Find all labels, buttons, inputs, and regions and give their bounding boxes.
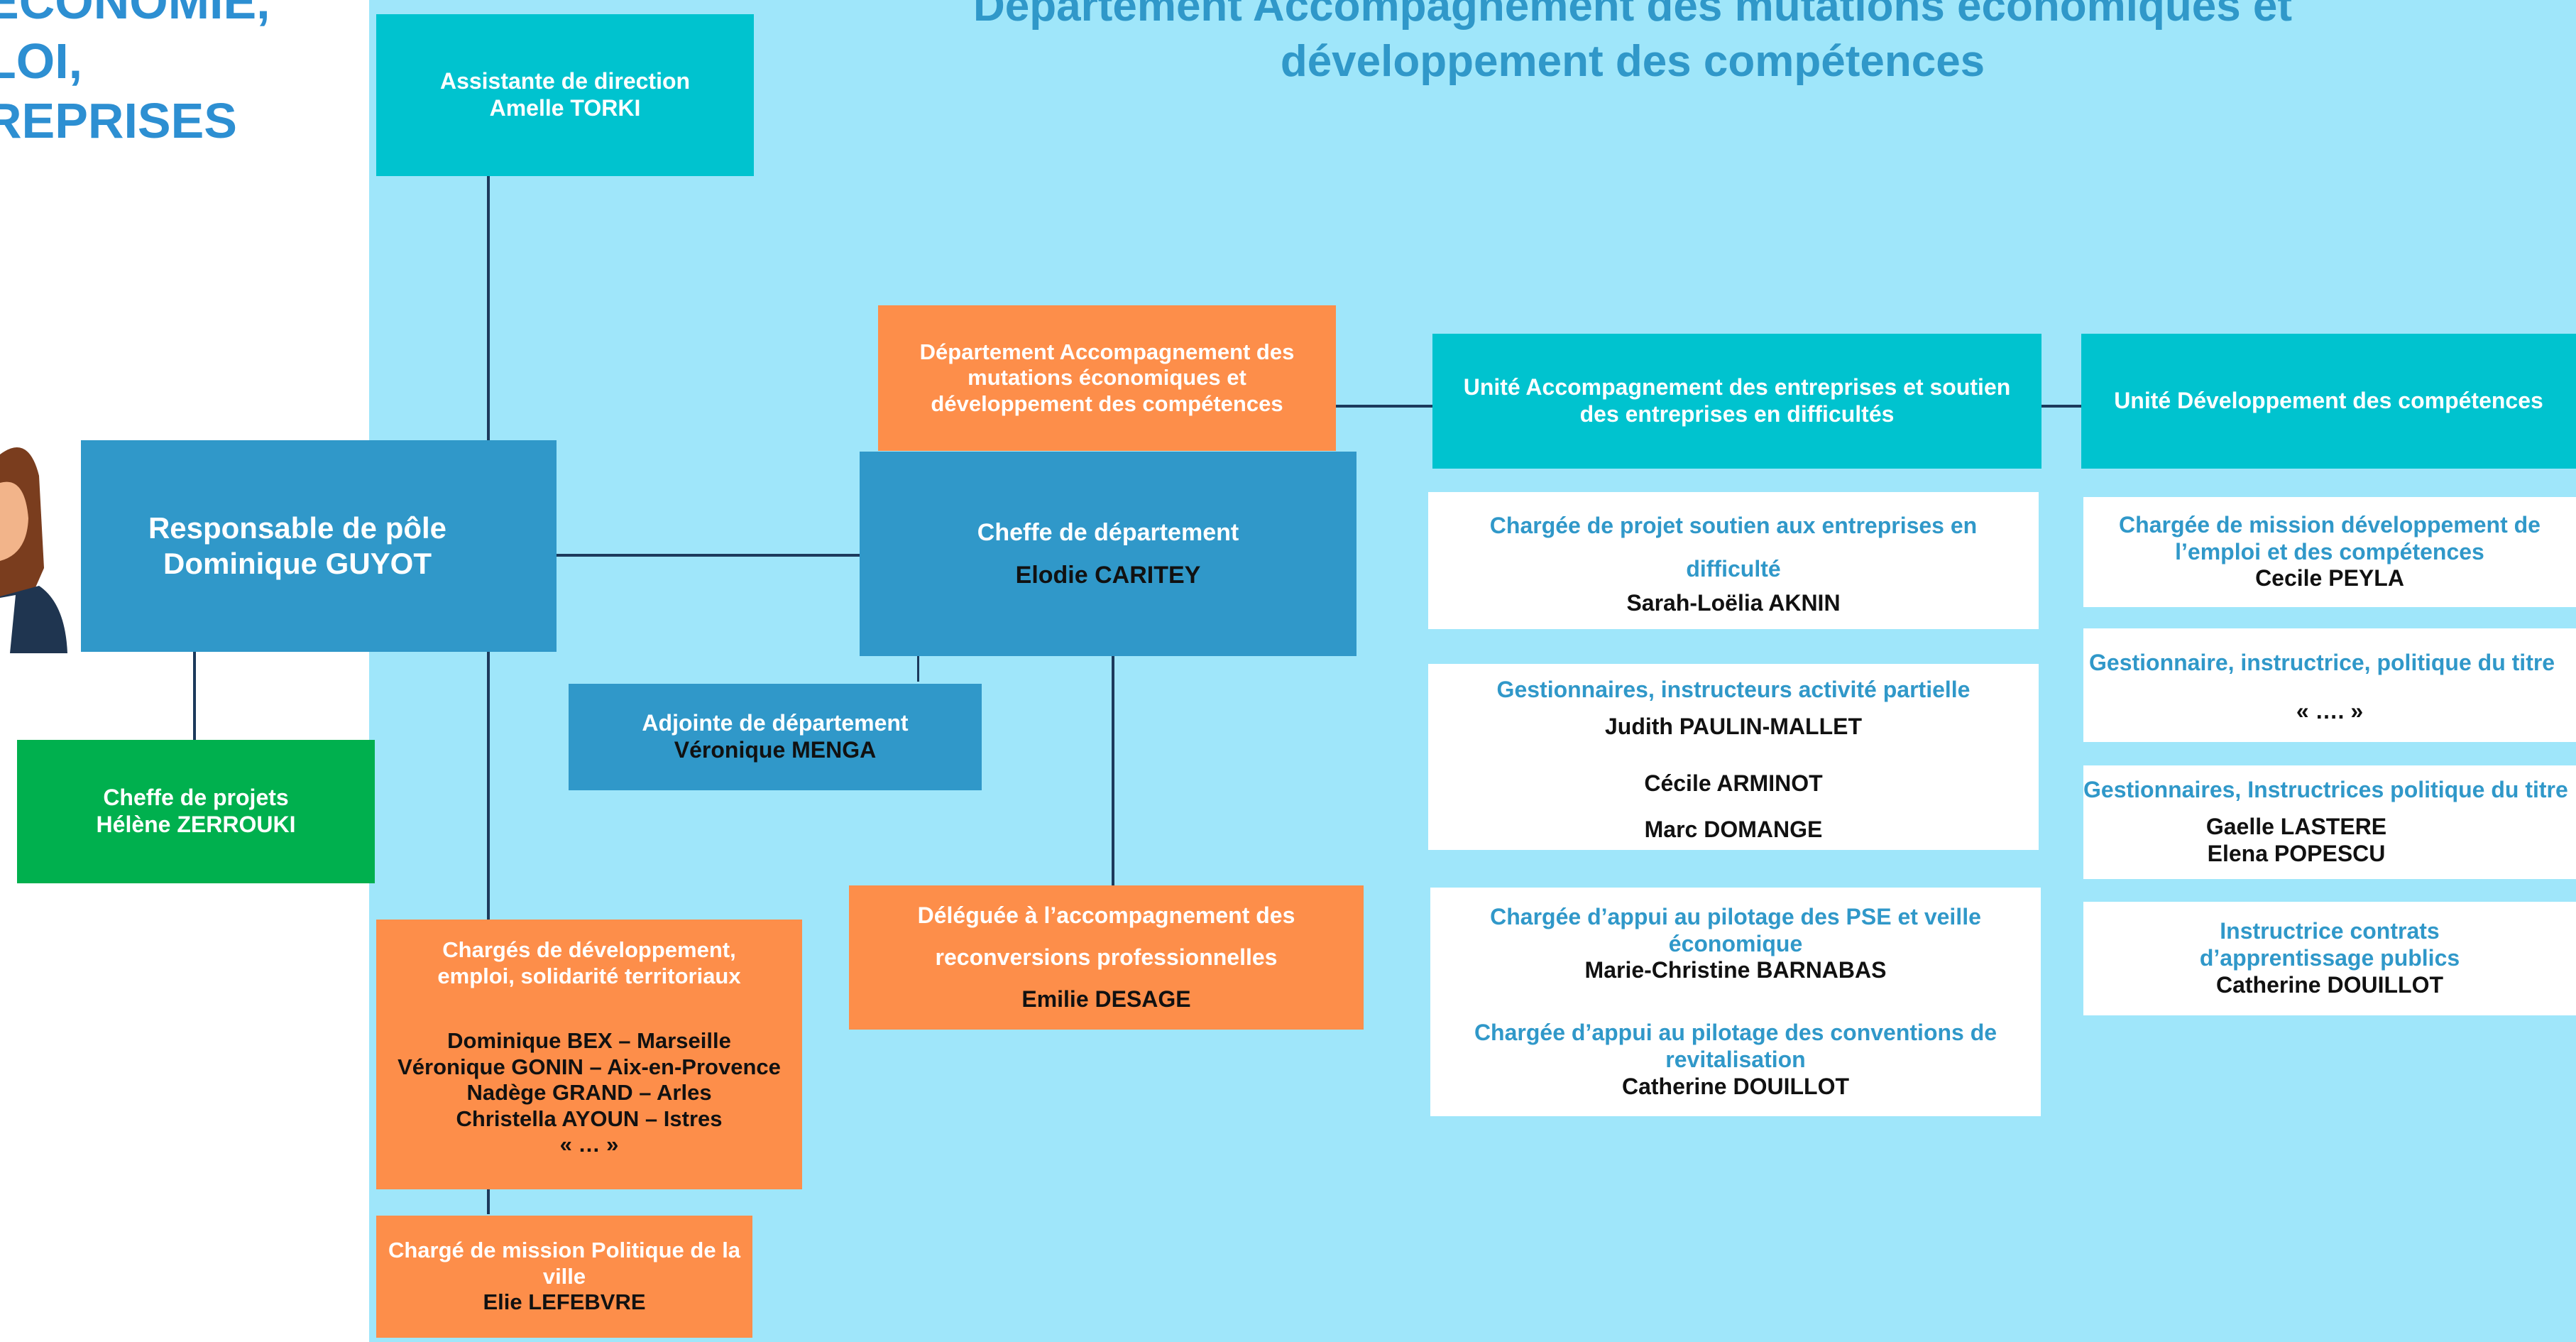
- unit-business-card: Chargée de projet soutien aux entreprise…: [1428, 492, 2039, 629]
- deputy-name: Véronique MENGA: [674, 737, 877, 763]
- connector-line: [2041, 405, 2083, 408]
- pole-title-line-1: ÉCONOMIE,: [0, 0, 270, 29]
- dev-officer-name: Dominique BEX – Marseille: [447, 1028, 731, 1054]
- connector-line: [917, 653, 919, 682]
- dev-officer-name: Nadège GRAND – Arles: [466, 1080, 712, 1106]
- card-role: Gestionnaires, Instructrices politique d…: [2083, 777, 2568, 803]
- card-role: Instructrice contrats d’apprentissage pu…: [2199, 918, 2460, 971]
- deputy-box: Adjointe de département Véronique MENGA: [569, 684, 982, 790]
- card-name: Elena POPESCU: [2207, 840, 2386, 866]
- project-lead-box: Cheffe de projets Hélène ZERROUKI: [17, 740, 375, 883]
- reconversion-box: Déléguée à l’accompagnement des reconver…: [849, 885, 1364, 1030]
- connector-line: [1334, 405, 1434, 408]
- department-head-name: Elodie CARITEY: [1015, 562, 1201, 589]
- unit-business-card: Chargée d’appui au pilotage des PSE et v…: [1430, 888, 2041, 1116]
- assistant-box: Assistante de direction Amelle TORKI: [376, 14, 754, 176]
- unit-business-box: Unité Accompagnement des entreprises et …: [1432, 334, 2041, 469]
- dev-officer-name: Christella AYOUN – Istres: [456, 1106, 723, 1131]
- department-title: Département Accompagnement des mutations…: [781, 0, 2484, 89]
- avatar-illustration: [0, 447, 67, 653]
- unit-business-label: Unité Accompagnement des entreprises et …: [1463, 374, 2011, 427]
- city-policy-role: Chargé de mission Politique de la ville: [388, 1238, 741, 1289]
- dev-officer-name: « … »: [559, 1132, 619, 1157]
- dev-officers-box: Chargés de développement, emploi, solida…: [376, 920, 802, 1189]
- card-role: Chargée de projet soutien aux entreprise…: [1489, 512, 1978, 582]
- unit-skills-box: Unité Développement des compétences: [2081, 334, 2576, 469]
- assistant-role: Assistante de direction: [439, 68, 691, 94]
- unit-business-card: Gestionnaires, instructeurs activité par…: [1428, 664, 2039, 850]
- unit-skills-label: Unité Développement des compétences: [2114, 388, 2543, 414]
- unit-skills-card: Gestionnaire, instructrice, politique du…: [2083, 628, 2576, 742]
- card-name: Marc DOMANGE: [1644, 817, 1823, 843]
- department-title-line-2: développement des compétences: [1280, 36, 1985, 86]
- card-name: Sarah-Loëlia AKNIN: [1626, 590, 1841, 616]
- pole-head-name: Dominique GUYOT: [163, 547, 432, 580]
- card-name: Catherine DOUILLOT: [1621, 1073, 1849, 1099]
- pole-title-line-2: LOI,: [0, 33, 83, 89]
- connector-line: [1112, 653, 1114, 886]
- unit-skills-card: Instructrice contrats d’apprentissage pu…: [2083, 902, 2576, 1015]
- unit-skills-card: Gestionnaires, Instructrices politique d…: [2083, 765, 2576, 879]
- reconversion-role: Déléguée à l’accompagnement des reconver…: [917, 902, 1295, 970]
- deputy-role: Adjointe de département: [642, 710, 909, 736]
- card-role: Chargée de mission développement de l’em…: [2119, 511, 2541, 564]
- card-name: Gaelle LASTERE: [2205, 814, 2387, 840]
- department-box: Département Accompagnement des mutations…: [878, 305, 1336, 451]
- card-role: Chargée d’appui au pilotage des conventi…: [1474, 1020, 1997, 1072]
- connector-line: [557, 554, 862, 557]
- dev-officer-name: Véronique GONIN – Aix-en-Provence: [398, 1054, 781, 1079]
- left-panel: [0, 0, 369, 1342]
- card-role: Gestionnaires, instructeurs activité par…: [1496, 677, 1971, 702]
- city-policy-box: Chargé de mission Politique de la ville …: [376, 1216, 752, 1338]
- dev-officers-role: Chargés de développement, emploi, solida…: [437, 937, 741, 988]
- pole-head-box: Responsable de pôle Dominique GUYOT: [81, 440, 557, 652]
- connector-line: [193, 652, 196, 740]
- department-box-label: Département Accompagnement des mutations…: [919, 339, 1295, 416]
- project-lead-role: Cheffe de projets: [103, 785, 289, 811]
- assistant-name: Amelle TORKI: [489, 95, 641, 121]
- card-name: Cecile PEYLA: [2255, 565, 2404, 591]
- pole-title-line-3: REPRISES: [0, 93, 237, 148]
- reconversion-name: Emilie DESAGE: [1021, 986, 1191, 1013]
- project-lead-name: Hélène ZERROUKI: [96, 812, 296, 837]
- card-name: Judith PAULIN-MALLET: [1604, 713, 1862, 739]
- unit-skills-card: Chargée de mission développement de l’em…: [2083, 497, 2576, 607]
- card-name: Catherine DOUILLOT: [2215, 971, 2443, 998]
- card-role: Gestionnaire, instructrice, politique du…: [2089, 650, 2555, 675]
- connector-line: [487, 176, 490, 1214]
- card-name: Cécile ARMINOT: [1644, 770, 1823, 796]
- department-head-box: Cheffe de département Elodie CARITEY: [860, 452, 1356, 656]
- card-name: « …. »: [2296, 697, 2364, 724]
- city-policy-name: Elie LEFEBVRE: [483, 1289, 646, 1315]
- card-name: Marie-Christine BARNABAS: [1584, 957, 1887, 983]
- pole-head-role: Responsable de pôle: [148, 511, 447, 545]
- pole-title: ÉCONOMIE, LOI, REPRISES: [0, 0, 270, 151]
- card-role: Chargée d’appui au pilotage des PSE et v…: [1490, 903, 1981, 956]
- department-head-role: Cheffe de département: [977, 518, 1239, 546]
- department-title-line-1: Département Accompagnement des mutations…: [972, 0, 2293, 31]
